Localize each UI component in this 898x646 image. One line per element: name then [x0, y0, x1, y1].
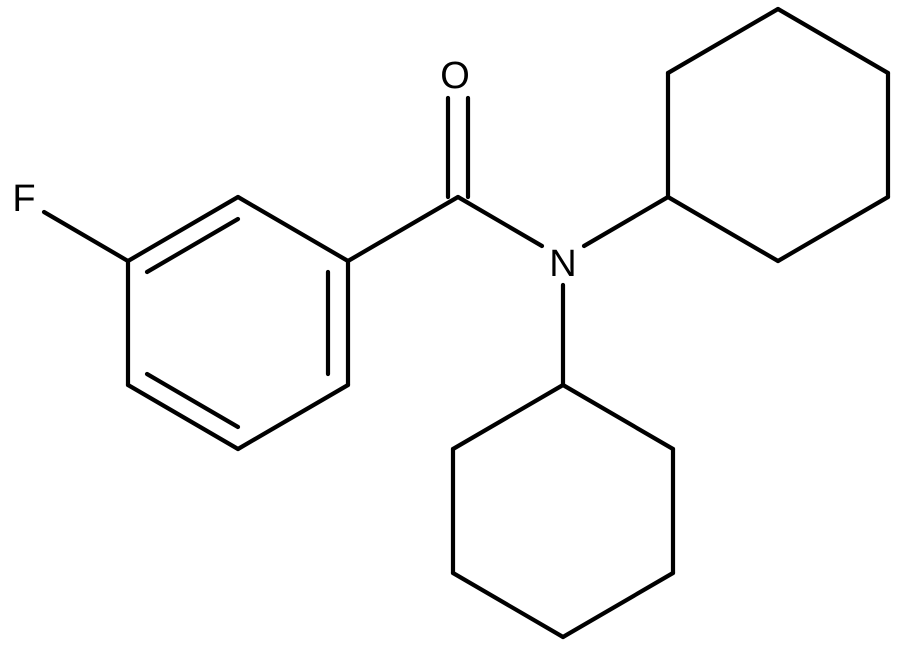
upper-ring-bond-5	[775, 194, 891, 264]
ring-bond-top-right	[235, 194, 351, 264]
ring-bond-top-left	[125, 194, 241, 264]
lower-ring-bond-3	[560, 570, 676, 640]
ring-carbonyl-bond	[345, 194, 461, 264]
ring-bond-bottom-right	[235, 382, 351, 452]
lower-ring-bond-6	[450, 382, 566, 452]
upper-ring-bond-6	[665, 194, 781, 264]
benzene-ring	[125, 194, 351, 452]
upper-ring-bond-2	[665, 6, 781, 76]
fluorine-atom-label: F	[12, 178, 35, 220]
oxygen-atom-label: O	[440, 55, 470, 97]
lower-ring-bond-4	[450, 570, 566, 640]
nitrogen-upper-cyclohexyl-bond	[581, 194, 671, 249]
carbon-fluorine-bond	[41, 209, 131, 264]
lower-cyclohexane-ring	[450, 382, 676, 640]
lower-ring-bond-1	[560, 382, 676, 452]
upper-cyclohexane-ring	[665, 6, 891, 264]
upper-ring-bond-3	[775, 6, 891, 76]
carbonyl-nitrogen-bond	[455, 194, 545, 249]
ring-inner-double-bond-bottom	[144, 371, 241, 430]
ring-inner-double-bond-top	[144, 216, 241, 275]
ring-bond-bottom-left	[125, 382, 241, 452]
nitrogen-atom-label: N	[549, 243, 576, 285]
